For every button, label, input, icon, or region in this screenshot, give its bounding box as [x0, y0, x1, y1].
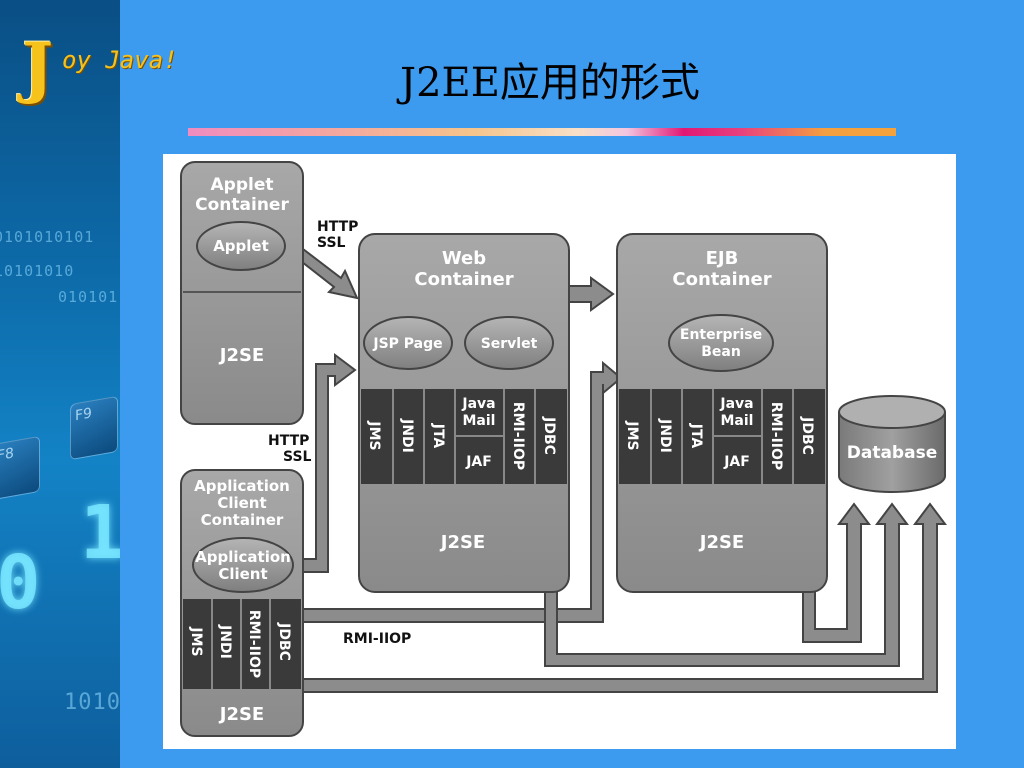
- ejb-container-title: EJB: [706, 248, 739, 269]
- j2ee-architecture-diagram: Applet Container Applet J2SE Web Contain…: [163, 154, 956, 749]
- rmi-iiop-label: RMI-IIOP: [343, 631, 411, 647]
- service-jndi: JNDI: [217, 624, 233, 659]
- service-rmi-iiop: RMI-IIOP: [510, 402, 526, 470]
- enterprise-bean-component: Bean: [701, 344, 741, 360]
- ejb-container-title: Container: [672, 269, 771, 290]
- web-container: Web Container JSP Page Servlet JMS JNDI …: [358, 233, 570, 593]
- logo-text: oy Java!: [62, 46, 178, 74]
- service-javamail: Java: [461, 396, 495, 412]
- service-jms: JMS: [188, 626, 204, 656]
- service-javamail: Mail: [721, 413, 754, 429]
- app-client-component: Client: [218, 565, 267, 583]
- service-javamail: Mail: [463, 413, 496, 429]
- service-jta: JTA: [430, 423, 446, 449]
- app-client-component: Application: [195, 548, 291, 566]
- binary-text: 1010101: [64, 690, 120, 715]
- service-jdbc: JDBC: [799, 416, 815, 455]
- http-ssl-label: SSL: [317, 235, 346, 251]
- logo-letter: J: [22, 28, 54, 106]
- app-client-container-title: Container: [201, 511, 284, 529]
- glowing-digit: 0: [0, 540, 41, 626]
- service-jms: JMS: [366, 420, 382, 450]
- web-container-title: Container: [414, 269, 513, 290]
- arrow-applet-to-web: [295, 247, 359, 300]
- app-client-container-title: Client: [217, 494, 266, 512]
- service-jaf: JAF: [723, 454, 750, 470]
- applet-container-title: Container: [195, 195, 289, 215]
- database-label: Database: [847, 443, 937, 463]
- binary-text: 010101: [58, 288, 119, 306]
- service-rmi-iiop: RMI-IIOP: [768, 402, 784, 470]
- web-container-title: Web: [442, 248, 486, 269]
- applet-component: Applet: [213, 237, 269, 255]
- binary-text: 10101010: [0, 262, 75, 280]
- joy-java-logo: J oy Java!: [22, 28, 212, 118]
- database-cylinder: Database: [838, 395, 946, 493]
- ejb-j2se: J2SE: [698, 532, 744, 553]
- jsp-page-component: JSP Page: [372, 336, 442, 352]
- keyboard-key-f9: F9: [70, 395, 118, 461]
- http-ssl-label: SSL: [283, 449, 312, 465]
- service-jaf: JAF: [465, 454, 492, 470]
- binary-text: 0101010101: [0, 228, 95, 246]
- service-jdbc: JDBC: [541, 416, 557, 455]
- applet-container-title: Applet: [211, 175, 274, 195]
- app-client-container: Application Client Container Application…: [180, 469, 304, 737]
- app-client-j2se: J2SE: [218, 704, 264, 725]
- keyboard-key-f8: F8: [0, 435, 40, 501]
- enterprise-bean-component: Enterprise: [680, 327, 762, 343]
- http-ssl-label: HTTP: [317, 219, 358, 235]
- page-title: J2EE应用的形式: [400, 60, 700, 106]
- service-jndi: JNDI: [657, 418, 673, 453]
- service-jndi: JNDI: [399, 418, 415, 453]
- service-jdbc: JDBC: [276, 622, 292, 661]
- app-client-container-title: Application: [194, 477, 290, 495]
- service-javamail: Java: [719, 396, 753, 412]
- service-rmi-iiop: RMI-IIOP: [246, 610, 262, 678]
- http-ssl-label: HTTP: [268, 433, 309, 449]
- applet-container: Applet Container Applet J2SE: [180, 161, 304, 425]
- servlet-component: Servlet: [481, 336, 538, 352]
- decorative-side-panel: 0101010101 10101010 010101 F9 F8 0 1 101…: [0, 0, 120, 768]
- ejb-container: EJB Container Enterprise Bean JMS JNDI J…: [616, 233, 828, 593]
- service-jms: JMS: [624, 420, 640, 450]
- applet-j2se: J2SE: [218, 345, 264, 366]
- title-divider: [188, 128, 896, 136]
- service-jta: JTA: [688, 423, 704, 449]
- web-j2se: J2SE: [439, 532, 485, 553]
- glowing-digit: 1: [80, 490, 120, 576]
